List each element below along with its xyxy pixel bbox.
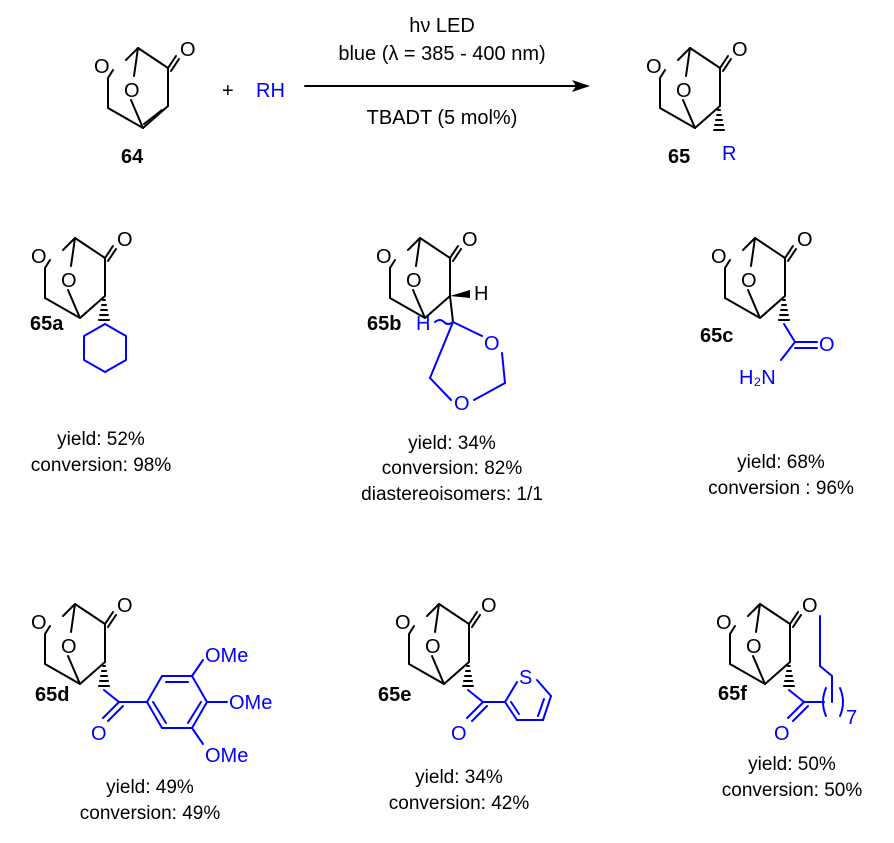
compound-65a: O O O	[31, 229, 133, 373]
atom-o: O	[31, 612, 47, 634]
compound-65c: O O O O H₂N	[711, 229, 835, 389]
atom-o: O	[454, 393, 470, 415]
atom-o: O	[462, 229, 478, 251]
compound-65e: O O O O S	[395, 595, 552, 745]
conversion-text: conversion: 50%	[722, 780, 863, 801]
atom-o: O	[711, 246, 727, 268]
compound-label: 65e	[378, 684, 411, 706]
wavelength-condition: blue (λ = 385 - 400 nm)	[338, 43, 545, 65]
atom-o: O	[61, 270, 77, 292]
plus-sign: +	[222, 80, 234, 102]
methoxy-group: OMe	[205, 645, 248, 667]
compound-label: 65c	[700, 325, 733, 347]
atom-o: O	[797, 229, 813, 251]
methoxy-group: OMe	[229, 692, 272, 714]
conversion-text: conversion: 42%	[389, 793, 530, 814]
atom-o: O	[406, 270, 422, 292]
atom-h: H	[416, 313, 430, 335]
atom-o: O	[180, 39, 196, 61]
atom-o: O	[117, 595, 133, 617]
diastereomer-ratio-text: diastereoisomers: 1/1	[361, 484, 543, 505]
compound-64: O O O	[94, 39, 196, 129]
atom-o: O	[819, 334, 835, 356]
compound-label: 65b	[367, 313, 401, 335]
reagent-rh: RH	[256, 80, 285, 102]
methoxy-group: OMe	[205, 745, 248, 767]
conversion-text: conversion : 96%	[708, 478, 854, 499]
atom-o: O	[94, 56, 110, 78]
compound-65f: O O O O 7	[716, 595, 857, 745]
atom-o: O	[376, 246, 392, 268]
compound-label: 65f	[718, 683, 747, 705]
atom-o: O	[124, 80, 140, 102]
atom-o: O	[732, 39, 748, 61]
atom-r: R	[722, 143, 736, 165]
atom-o: O	[451, 723, 467, 745]
yield-text: yield: 50%	[748, 754, 836, 775]
atom-o: O	[774, 723, 790, 745]
compound-label: 65d	[35, 684, 69, 706]
atom-o: O	[61, 636, 77, 658]
conversion-text: conversion: 98%	[31, 455, 172, 476]
atom-o: O	[91, 723, 107, 745]
repeat-count: 7	[846, 707, 857, 729]
atom-o: O	[676, 80, 692, 102]
atom-o: O	[646, 56, 662, 78]
conversion-text: conversion: 82%	[382, 458, 523, 479]
atom-o: O	[802, 595, 818, 617]
atom-o: O	[31, 246, 47, 268]
yield-text: yield: 34%	[408, 433, 496, 454]
amine-nh2: H₂N	[739, 367, 776, 389]
atom-o: O	[716, 612, 732, 634]
yield-text: yield: 49%	[106, 777, 194, 798]
light-condition: hν LED	[409, 15, 475, 37]
compound-65b: H O O O O O H	[376, 229, 506, 415]
atom-s: S	[519, 667, 532, 689]
atom-o: O	[481, 595, 497, 617]
yield-text: yield: 34%	[415, 767, 503, 788]
atom-o: O	[395, 612, 411, 634]
compound-label: 65	[668, 146, 690, 168]
compound-65: O O O R	[646, 39, 748, 165]
catalyst-condition: TBADT (5 mol%)	[367, 107, 518, 129]
conversion-text: conversion: 49%	[80, 803, 221, 824]
yield-text: yield: 52%	[57, 429, 145, 450]
atom-o: O	[425, 636, 441, 658]
compound-label: 64	[121, 146, 144, 168]
atom-h: H	[474, 283, 488, 305]
reaction-arrow	[304, 80, 590, 92]
atom-o: O	[117, 229, 133, 251]
compound-65d: O O O O OMe OMe OMe	[31, 595, 272, 767]
atom-o: O	[484, 333, 500, 355]
yield-text: yield: 68%	[737, 452, 825, 473]
atom-o: O	[746, 636, 762, 658]
atom-o: O	[741, 270, 757, 292]
compound-label: 65a	[30, 313, 64, 335]
